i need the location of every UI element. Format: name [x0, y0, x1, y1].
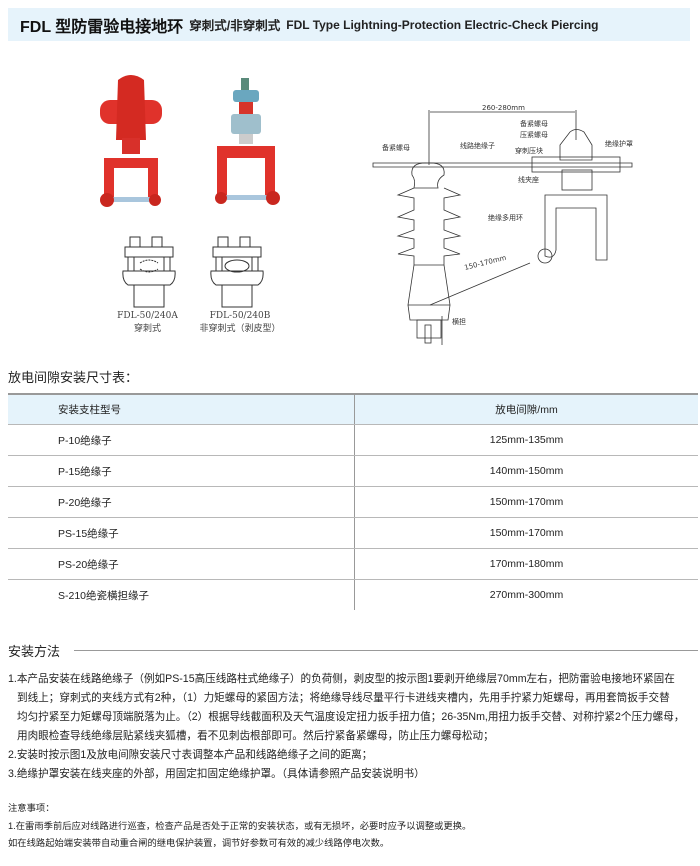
- title-bar: FDL 型防雷验电接地环 穿刺式/非穿刺式 FDL Type Lightning…: [8, 8, 690, 41]
- cell-gap: 150mm-170mm: [354, 517, 698, 549]
- product-image-b: [215, 78, 280, 205]
- install-title: 安装方法: [8, 644, 61, 659]
- label-press-nut: 压紧螺母: [520, 130, 548, 139]
- cell-gap: 125mm-135mm: [354, 424, 698, 456]
- label-insulating-cover: 绝缘护罩: [605, 139, 633, 148]
- instruction-line: 1.本产品安装在线路绝缘子（例如PS-15高压线路柱式绝缘子）的负荷侧，剥皮型的…: [8, 673, 675, 685]
- instruction-line: 到线上；穿刺式的夹线方式有2种，（1）力矩螺母的紧固方法；将绝缘导线尽量平行卡进…: [17, 692, 670, 704]
- page-title: FDL 型防雷验电接地环: [20, 18, 184, 36]
- instruction-line: 2.安装时按示图1及放电间隙安装尺寸表调整本产品和线路绝缘子之间的距离；: [8, 749, 373, 761]
- cell-model: S-210绝瓷横担缘子: [8, 579, 355, 610]
- cell-gap: 140mm-150mm: [354, 455, 698, 487]
- cell-model: P-15绝缘子: [8, 455, 355, 487]
- table-title: 放电间隙安装尺寸表：: [8, 370, 139, 385]
- model-b-type: 非穿刺式（剥皮型）: [199, 324, 281, 334]
- column-header-model: 安装支柱型号: [8, 393, 355, 425]
- product-image-a: [100, 75, 162, 207]
- cell-model: P-10绝缘子: [8, 424, 355, 456]
- cell-gap: 150mm-170mm: [354, 486, 698, 518]
- cell-model: P-20绝缘子: [8, 486, 355, 518]
- model-b-code: FDL-50/240B: [209, 311, 271, 321]
- model-b-caption: FDL-50/240B 非穿刺式（剥皮型）: [190, 311, 290, 334]
- cell-gap: 170mm-180mm: [354, 548, 698, 580]
- cell-model: PS-20绝缘子: [8, 548, 355, 580]
- dim-bottom-label: 150-170mm: [464, 254, 508, 272]
- label-backup-nut-left: 备紧螺母: [382, 143, 410, 152]
- page-title-en: FDL Type Lightning-Protection Electric-C…: [286, 17, 599, 32]
- label-pierce-block: 穿刺压块: [515, 146, 543, 155]
- table-header-row: 安装支柱型号 放电间隙/mm: [8, 393, 698, 425]
- instruction-line: 用肉眼检查导线绝缘层贴紧线夹狐槽，看不见刺齿根部即可。然后拧紧备紧螺母，防止压力…: [17, 730, 494, 742]
- installation-diagram: 260-280mm 备紧螺母 线路绝缘子 备紧螺母 压紧螺母 穿刺压块 线夹座 …: [372, 104, 633, 345]
- label-clamp-seat: 线夹座: [518, 175, 539, 184]
- label-multi-ring: 绝缘多用环: [488, 213, 523, 222]
- divider: [74, 650, 698, 651]
- label-clip: 横担: [452, 317, 466, 326]
- notes-section: 注意事项： 1.在雷雨季前后应对线路进行巡查，检查产品是否处于正常的安装状态，或…: [8, 800, 471, 853]
- cell-gap: 270mm-300mm: [489, 589, 564, 601]
- note-line: 如在线路起始端安装带自动重合闸的继电保护装置，调节好参数可有效的减少线路停电次数…: [8, 838, 390, 848]
- column-header-gap: 放电间隙/mm: [354, 393, 698, 425]
- dim-top-label: 260-280mm: [482, 104, 525, 112]
- label-line-insulator: 线路绝缘子: [460, 141, 495, 150]
- model-a-caption: FDL-50/240A 穿刺式: [105, 311, 190, 334]
- page-subtitle: 穿刺式/非穿刺式: [189, 19, 281, 33]
- table-row: S-210绝瓷横担缘子 270mm-300mm: [8, 579, 698, 610]
- label-backup-nut: 备紧螺母: [520, 119, 548, 128]
- notes-title: 注意事项：: [8, 803, 55, 813]
- model-a-code: FDL-50/240A: [117, 311, 178, 321]
- install-section-header: 安装方法: [8, 641, 698, 660]
- instruction-line: 3.绝缘护罩安装在线夹座的外部，用固定扣固定绝缘护罩。（具体请参照产品安装说明书…: [8, 768, 425, 780]
- instruction-line: 均匀拧紧至力矩螺母顶端脱落为止。（2）根据导线截面积及天气温度设定扭力扳手扭力值…: [17, 711, 685, 723]
- model-a-type: 穿刺式: [133, 324, 161, 334]
- note-line: 1.在雷雨季前后应对线路进行巡查，检查产品是否处于正常的安装状态，或有无损坏，必…: [8, 820, 472, 831]
- cross-section-diagrams: [122, 236, 264, 308]
- install-instructions: 1.本产品安装在线路绝缘子（例如PS-15高压线路柱式绝缘子）的负荷侧，剥皮型的…: [8, 670, 698, 784]
- cell-model: PS-15绝缘子: [8, 517, 355, 549]
